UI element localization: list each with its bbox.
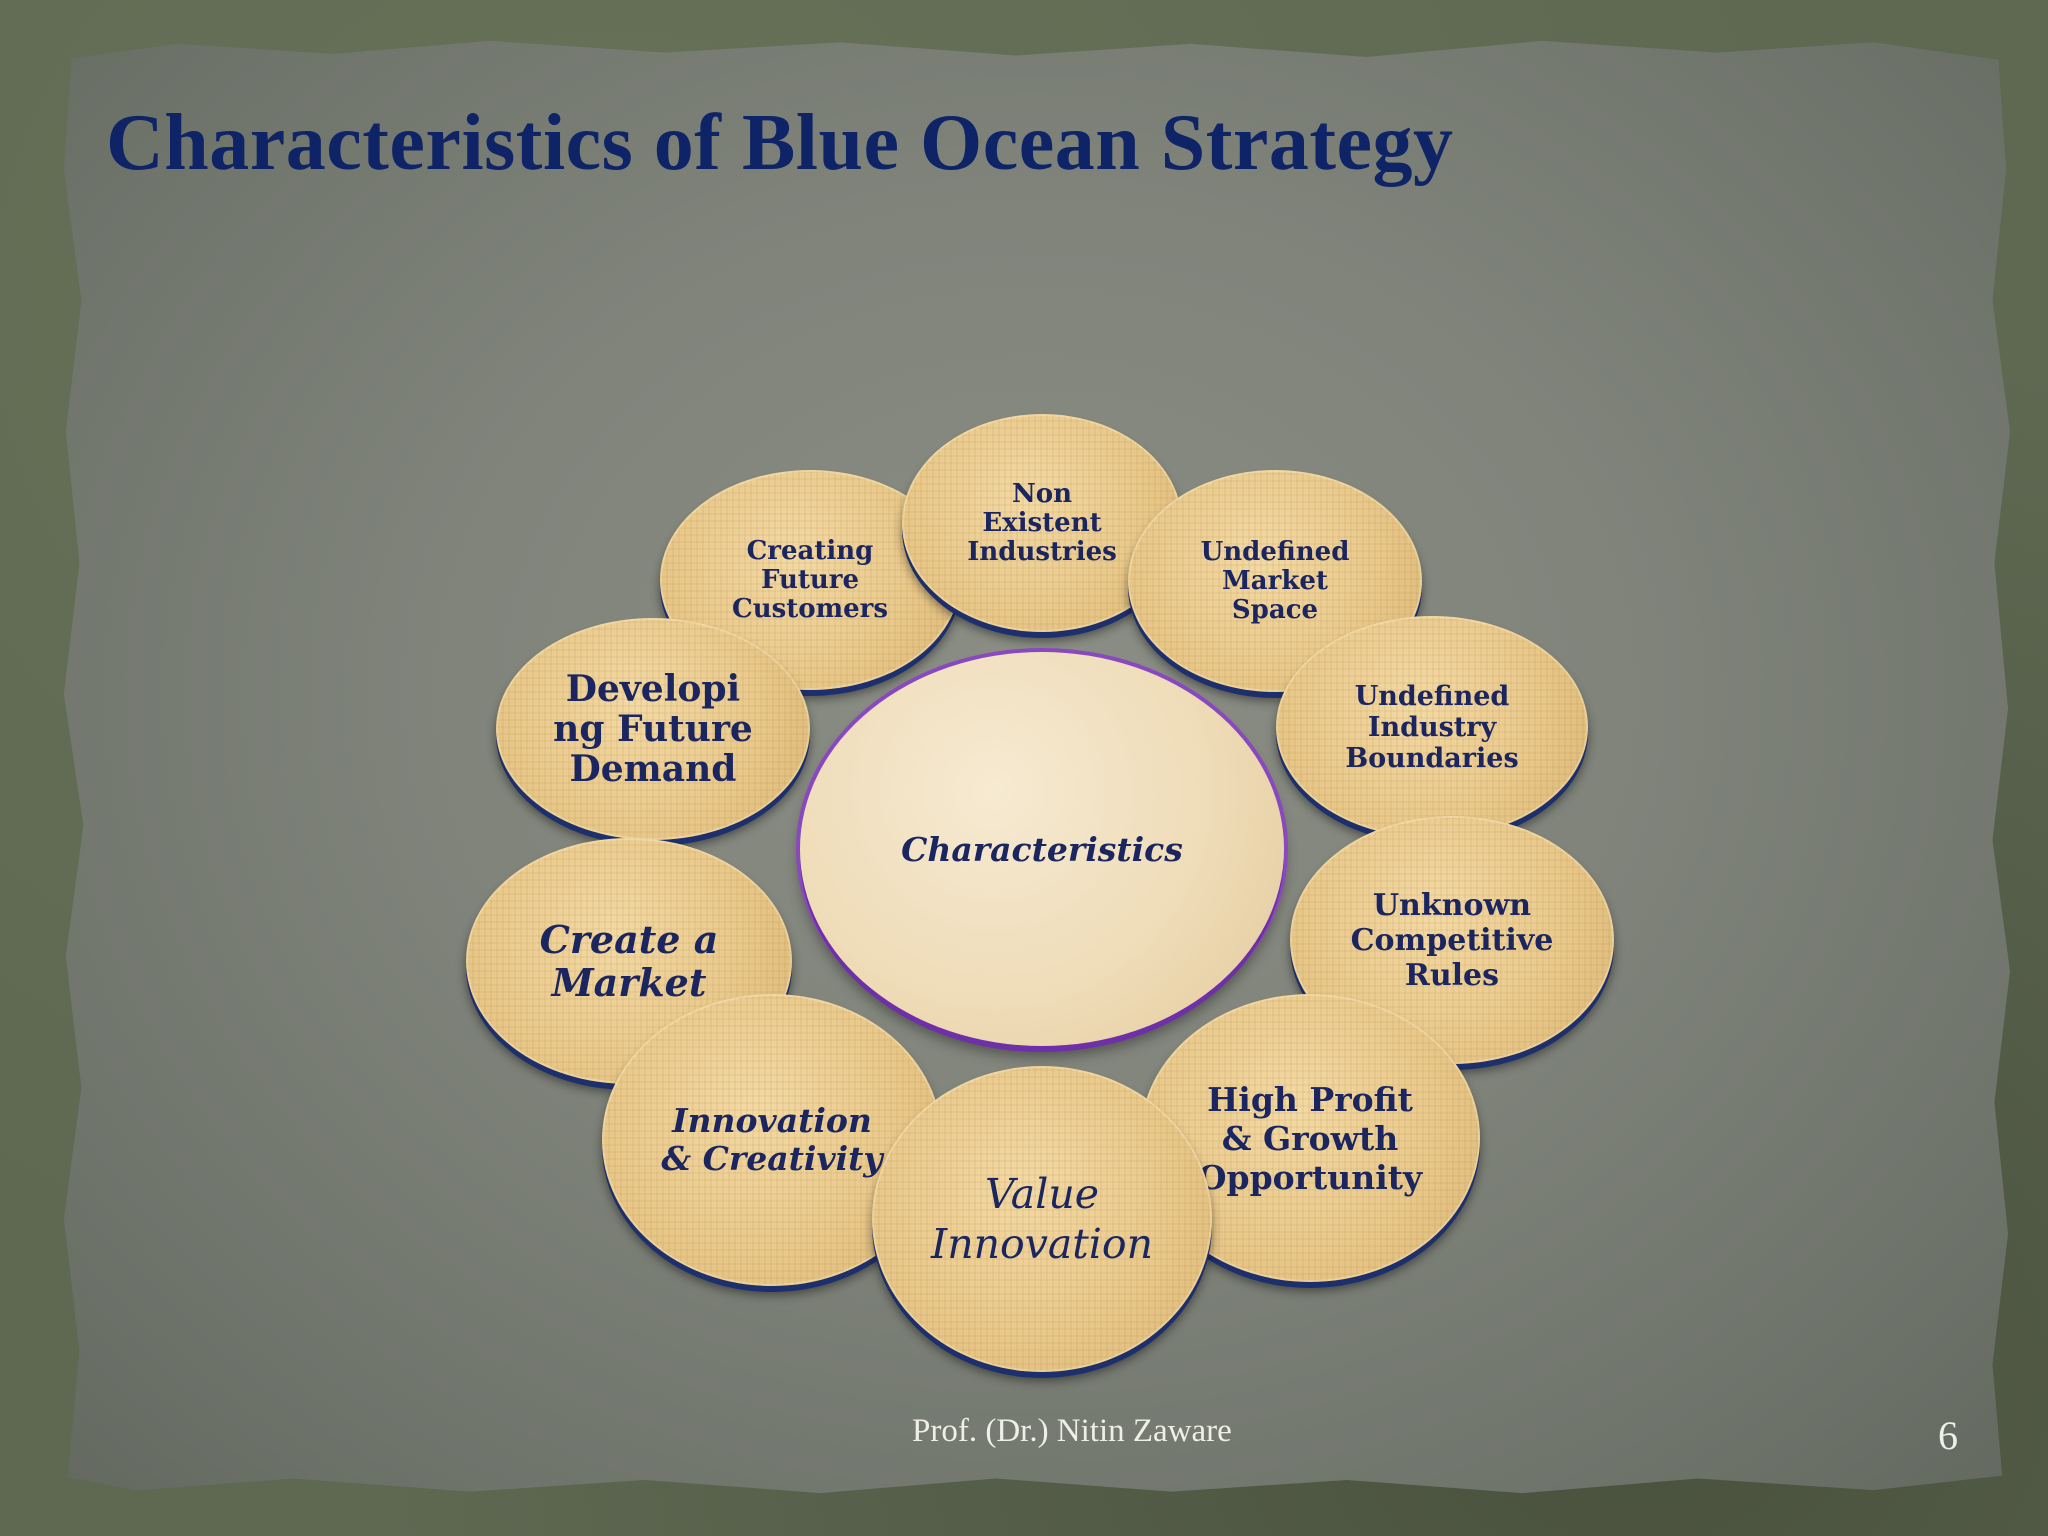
torn-paper-panel [63, 40, 2010, 1494]
slide-title: Characteristics of Blue Ocean Strategy [106, 99, 1454, 187]
page-number: 6 [1938, 1413, 1958, 1458]
footer-author: Prof. (Dr.) Nitin Zaware [912, 1413, 1232, 1449]
